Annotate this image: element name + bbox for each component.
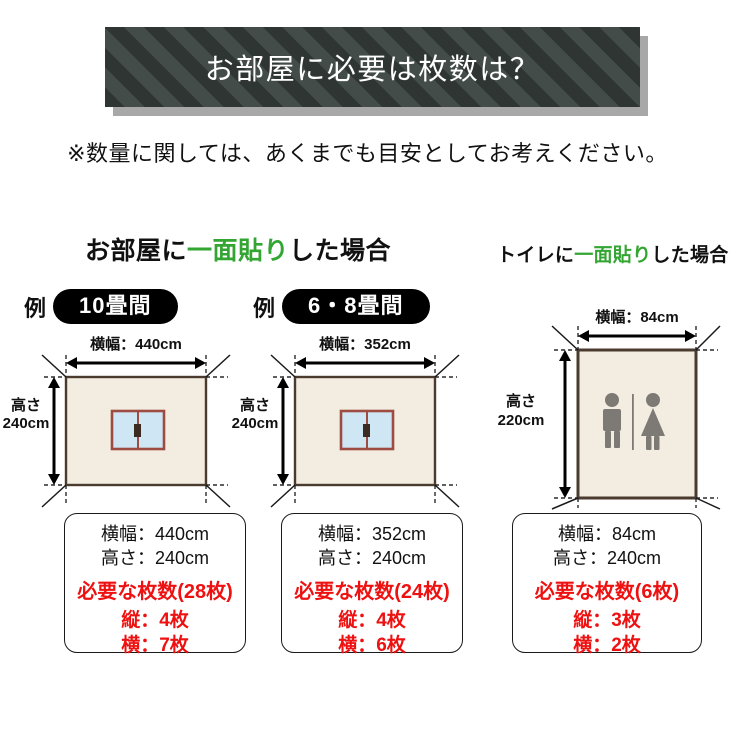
info-box-2-vertical: 縦：4枚 [338,609,406,631]
info-box-toilet: 横幅：84cm 高さ：240cm 必要な枚数(6枚) 縦：3枚 横：2枚 [512,513,702,656]
corner-guide-dashes [273,355,457,506]
info-box-3-height: 高さ：240cm [552,547,662,568]
perspective-diagonals [551,325,721,510]
subtitle-note: ※数量に関しては、あくまでも目安としてお考えください。 [67,141,668,166]
info-box-1-total: 必要な枚数(28枚) [77,580,233,603]
toilet-width-label: 横幅：84cm [595,309,679,326]
diagram-room-68jo: 横幅：352cm 高さ 240cm [232,325,483,510]
window-icon [110,409,166,451]
info-box-1-height: 高さ：240cm [100,547,210,568]
section-heading-toilet-highlight: 一面貼り [574,245,652,266]
info-box-1-vertical: 縦：4枚 [121,609,189,631]
window-icon [339,409,395,451]
width-dimension-arrow [578,330,696,342]
section-heading-room-pre: お部屋に [85,237,188,265]
section-heading-room-post: した場合 [289,237,392,265]
section-heading-toilet-post: した場合 [651,245,729,266]
room-68jo-height-label: 高さ 240cm [231,397,279,432]
section-heading-room: お部屋に一面貼りした場合 [85,231,391,267]
example-label-1: 例 [24,295,47,322]
info-box-2-total: 必要な枚数(24枚) [294,580,450,603]
info-box-2-width: 横幅：352cm [317,524,427,544]
info-box-1-width: 横幅：440cm [100,524,210,544]
corner-guide-dashes [44,355,228,506]
height-dimension-arrow [277,377,289,485]
info-box-1-horizontal: 横：7枚 [121,634,189,656]
example-pill-68jo: 6・8畳間 [282,289,430,325]
info-box-3-total: 必要な枚数(6枚) [534,580,680,603]
width-dimension-arrow [295,357,435,369]
height-dimension-arrow [48,377,60,485]
example-badge-row-68jo: 例 6・8畳間 [253,289,430,325]
toilet-wall-surface [576,348,698,500]
info-box-2-horizontal: 横：6枚 [338,634,406,656]
height-dimension-arrow [559,350,571,498]
example-label-2: 例 [253,295,276,322]
room-10jo-height-label: 高さ 240cm [2,397,50,432]
info-box-3-vertical: 縦：3枚 [573,609,641,631]
restroom-pictogram-icon [603,393,665,450]
header-banner: お部屋に必要は枚数は？ [105,27,648,116]
page-title: お部屋に必要は枚数は？ [204,54,541,86]
corner-guide-dashes [554,326,718,508]
room-10jo-width-label: 横幅：440cm [90,336,182,353]
width-dimension-arrow [66,357,206,369]
perspective-diagonals [270,354,460,508]
info-box-10jo: 横幅：440cm 高さ：240cm 必要な枚数(28枚) 縦：4枚 横：7枚 [64,513,246,656]
section-heading-room-highlight: 一面貼り [187,237,290,265]
section-heading-toilet: トイレに一面貼りした場合 [497,240,729,267]
toilet-height-label: 高さ 220cm [497,393,545,429]
info-box-2-height: 高さ：240cm [317,547,427,568]
example-badge-row-10jo: 例 10畳間 [24,289,178,325]
example-pill-10jo: 10畳間 [53,289,178,325]
info-box-3-width: 横幅：84cm [557,524,656,544]
diagram-room-10jo: 横幅：440cm 高さ 240cm [3,325,254,510]
section-heading-toilet-pre: トイレに [497,245,575,266]
banner-striped-panel: お部屋に必要は枚数は？ [105,27,640,107]
info-box-3-horizontal: 横：2枚 [573,634,641,656]
diagram-toilet: 横幅：84cm 高さ 220cm [490,288,725,510]
room-68jo-width-label: 横幅：352cm [319,336,411,353]
perspective-diagonals [41,354,231,508]
info-box-68jo: 横幅：352cm 高さ：240cm 必要な枚数(24枚) 縦：4枚 横：6枚 [281,513,463,656]
